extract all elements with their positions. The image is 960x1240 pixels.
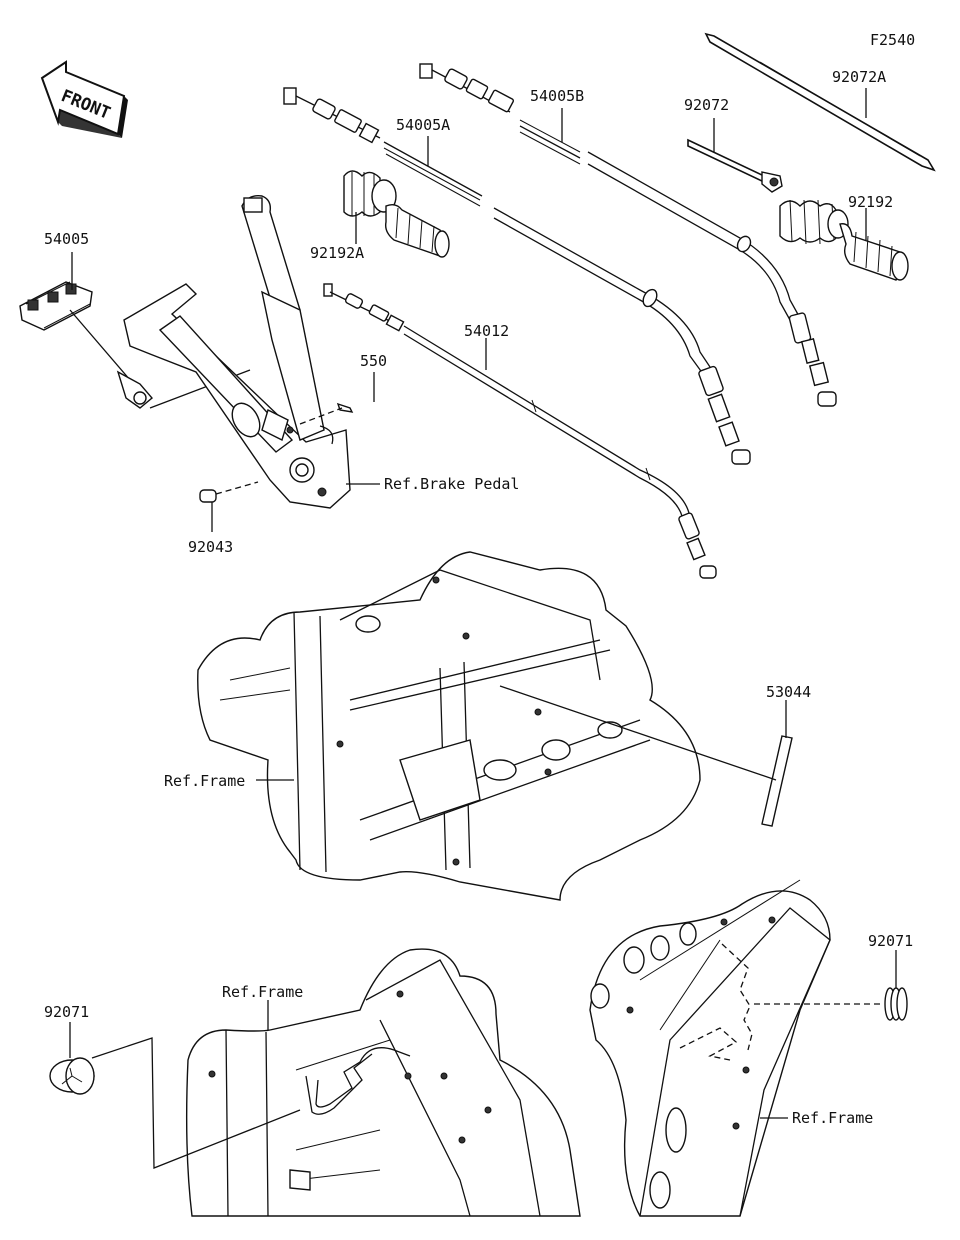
cable-54012 [323,283,717,579]
pin-550 [299,402,354,425]
label-92072: 92072 [684,96,729,114]
front-arrow-icon: FRONT [40,60,128,138]
figure-code: F2540 [870,31,915,49]
lever-54005 [19,281,251,409]
frame-bottom-right [589,879,831,1217]
cable-54005a [283,87,751,465]
frame-bottom-left [185,948,581,1217]
ref-frame-bottom-left: Ref.Frame [222,983,303,1001]
label-92192a: 92192A [310,244,364,262]
strip-53044 [499,685,793,827]
label-53044: 53044 [766,683,811,701]
label-550: 550 [360,352,387,370]
label-54005: 54005 [44,230,89,248]
bolt-92043 [199,481,259,503]
cable-54005b [419,63,837,407]
grommet-92071-left [49,1037,301,1169]
boot-92192 [779,199,909,281]
cable-tie-92072 [687,138,783,193]
ref-frame-bottom-right: Ref.Frame [792,1109,873,1127]
label-54005a: 54005A [396,116,450,134]
label-92072a: 92072A [832,68,886,86]
cable-tie-92072a [704,32,936,172]
label-54005b: 54005B [530,87,584,105]
ref-frame-center: Ref.Frame [164,772,245,790]
label-92043: 92043 [188,538,233,556]
label-92192: 92192 [848,193,893,211]
label-54012: 54012 [464,322,509,340]
label-92071-left: 92071 [44,1003,89,1021]
grommet-92071-right [754,987,908,1021]
boot-92192a [343,170,450,258]
frame-center [197,551,701,901]
brake-pedal-assembly [123,195,351,509]
ref-brake-pedal: Ref.Brake Pedal [384,475,519,493]
label-92071-right: 92071 [868,932,913,950]
